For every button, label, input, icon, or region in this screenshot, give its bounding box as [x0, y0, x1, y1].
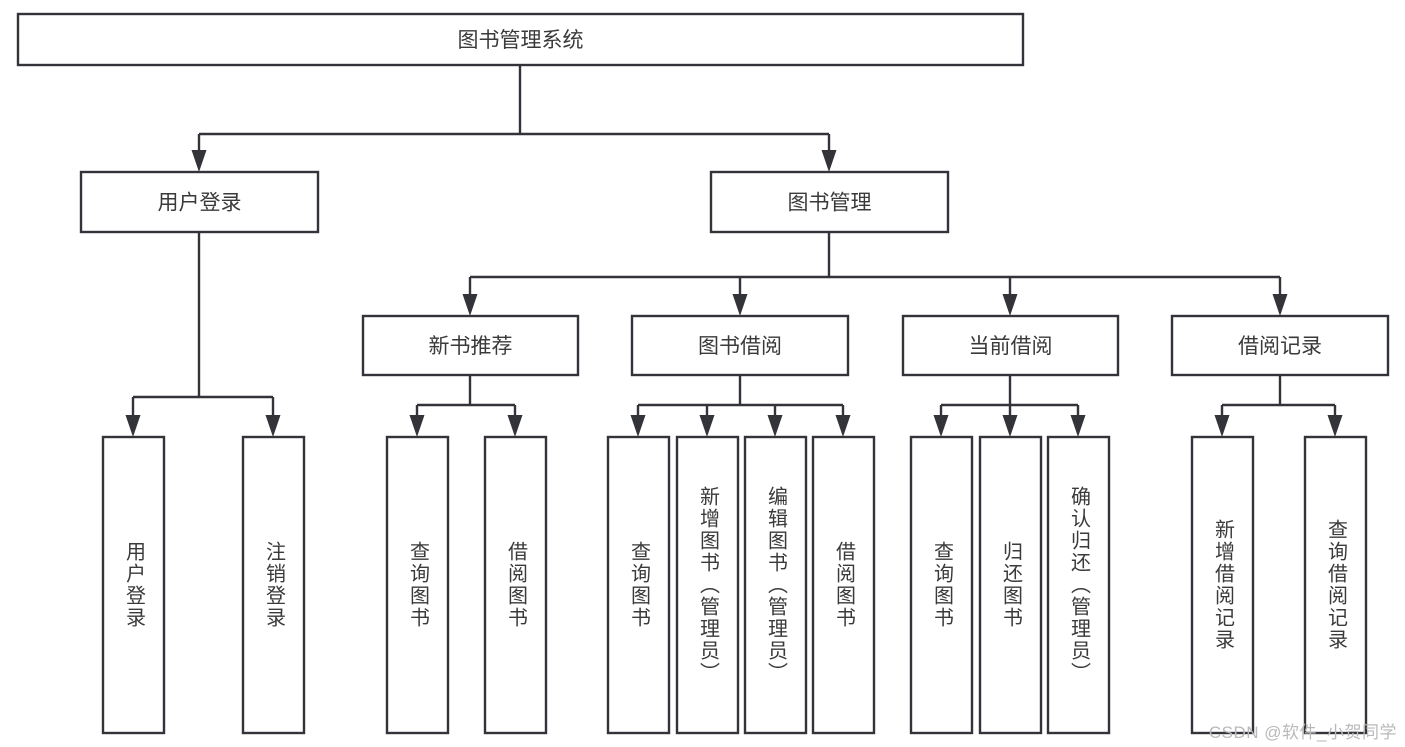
node-label-leaf-query-book-1: 查询图书	[407, 541, 430, 629]
node-leaf-query-record[interactable]: 查询借阅记录	[1303, 435, 1368, 735]
node-leaf-add-book[interactable]: 新增图书（管理员）	[675, 435, 740, 735]
node-label-leaf-add-book: 新增图书（管理员）	[697, 486, 720, 684]
edge-arrowhead-icon	[1214, 415, 1230, 437]
edge-arrowhead-icon	[835, 415, 851, 437]
edge-group	[125, 232, 281, 437]
node-label-leaf-query-book-2: 查询图书	[628, 541, 651, 629]
node-label-leaf-user-logout: 注销登录	[263, 541, 286, 629]
node-label-leaf-add-record: 新增借阅记录	[1212, 519, 1235, 651]
edge-group	[462, 232, 1288, 316]
edge-arrowhead-icon	[933, 415, 949, 437]
edge-arrowhead-icon	[1327, 415, 1343, 437]
node-label-new-book-rec: 新书推荐	[429, 335, 513, 358]
edge-arrowhead-icon	[1002, 415, 1018, 437]
node-box-leaf-borrow-book-1[interactable]	[483, 435, 548, 735]
node-label-leaf-query-book-3: 查询图书	[931, 541, 954, 629]
node-book-borrow[interactable]: 图书借阅	[630, 314, 850, 377]
node-label-book-manage: 图书管理	[788, 192, 872, 215]
edge-arrowhead-icon	[767, 415, 783, 437]
node-leaf-query-book-2[interactable]: 查询图书	[606, 435, 671, 735]
node-leaf-borrow-book-1[interactable]: 借阅图书	[483, 435, 548, 735]
edge-arrowhead-icon	[265, 415, 281, 437]
edge-group	[409, 375, 523, 437]
edge-arrowhead-icon	[462, 294, 478, 316]
node-box-leaf-edit-book[interactable]	[743, 435, 808, 735]
node-book-manage[interactable]: 图书管理	[709, 170, 950, 234]
node-box-borrow-record[interactable]	[1170, 314, 1390, 377]
node-box-root[interactable]	[16, 12, 1025, 67]
edge-arrowhead-icon	[125, 415, 141, 437]
node-label-leaf-return-book: 归还图书	[1000, 541, 1023, 629]
node-label-leaf-confirm-return: 确认归还（管理员）	[1068, 486, 1091, 684]
node-leaf-user-login[interactable]: 用户登录	[101, 435, 166, 735]
node-box-leaf-borrow-book-2[interactable]	[811, 435, 876, 735]
node-box-leaf-user-login[interactable]	[101, 435, 166, 735]
node-box-leaf-query-record[interactable]	[1303, 435, 1368, 735]
node-box-new-book-rec[interactable]	[361, 314, 580, 377]
edge-arrowhead-icon	[507, 415, 523, 437]
edge-group	[933, 375, 1086, 437]
node-box-leaf-return-book[interactable]	[978, 435, 1043, 735]
edge-group	[630, 375, 851, 437]
node-box-leaf-user-logout[interactable]	[241, 435, 306, 735]
node-current-borrow[interactable]: 当前借阅	[901, 314, 1120, 377]
node-box-book-manage[interactable]	[709, 170, 950, 234]
edge-arrowhead-icon	[699, 415, 715, 437]
node-label-leaf-edit-book: 编辑图书（管理员）	[765, 486, 788, 684]
edge-arrowhead-icon	[1070, 415, 1086, 437]
node-box-leaf-query-book-2[interactable]	[606, 435, 671, 735]
edge-group	[1214, 375, 1343, 437]
node-leaf-query-book-3[interactable]: 查询图书	[909, 435, 974, 735]
node-leaf-user-logout[interactable]: 注销登录	[241, 435, 306, 735]
node-box-user-login[interactable]	[79, 170, 320, 234]
edge-arrowhead-icon	[821, 150, 837, 172]
node-label-root: 图书管理系统	[458, 29, 584, 52]
node-new-book-rec[interactable]: 新书推荐	[361, 314, 580, 377]
edge-arrowhead-icon	[732, 294, 748, 316]
node-leaf-edit-book[interactable]: 编辑图书（管理员）	[743, 435, 808, 735]
node-label-current-borrow: 当前借阅	[969, 335, 1053, 358]
node-leaf-add-record[interactable]: 新增借阅记录	[1190, 435, 1255, 735]
node-leaf-confirm-return[interactable]: 确认归还（管理员）	[1046, 435, 1111, 735]
node-label-leaf-user-login: 用户登录	[123, 541, 146, 629]
node-box-current-borrow[interactable]	[901, 314, 1120, 377]
node-label-leaf-borrow-book-1: 借阅图书	[505, 541, 528, 629]
node-box-leaf-query-book-1[interactable]	[385, 435, 450, 735]
edge-arrowhead-icon	[409, 415, 425, 437]
node-box-leaf-add-record[interactable]	[1190, 435, 1255, 735]
node-box-leaf-query-book-3[interactable]	[909, 435, 974, 735]
edge-group	[191, 65, 837, 172]
node-leaf-return-book[interactable]: 归还图书	[978, 435, 1043, 735]
node-borrow-record[interactable]: 借阅记录	[1170, 314, 1390, 377]
node-label-user-login: 用户登录	[158, 192, 242, 215]
node-leaf-query-book-1[interactable]: 查询图书	[385, 435, 450, 735]
node-label-borrow-record: 借阅记录	[1238, 335, 1322, 358]
node-box-leaf-add-book[interactable]	[675, 435, 740, 735]
edge-arrowhead-icon	[1002, 294, 1018, 316]
edge-arrowhead-icon	[191, 150, 207, 172]
watermark-label: CSDN @软件_小贺同学	[1208, 723, 1397, 742]
node-label-leaf-borrow-book-2: 借阅图书	[833, 541, 856, 629]
node-user-login[interactable]: 用户登录	[79, 170, 320, 234]
node-label-leaf-query-record: 查询借阅记录	[1325, 519, 1348, 651]
nodes-layer: 图书管理系统用户登录图书管理新书推荐图书借阅当前借阅借阅记录用户登录注销登录查询…	[16, 12, 1390, 735]
node-leaf-borrow-book-2[interactable]: 借阅图书	[811, 435, 876, 735]
node-box-book-borrow[interactable]	[630, 314, 850, 377]
node-root[interactable]: 图书管理系统	[16, 12, 1025, 67]
edge-arrowhead-icon	[1272, 294, 1288, 316]
edge-arrowhead-icon	[630, 415, 646, 437]
node-label-book-borrow: 图书借阅	[698, 335, 782, 358]
edges-layer	[125, 65, 1343, 437]
node-box-leaf-confirm-return[interactable]	[1046, 435, 1111, 735]
